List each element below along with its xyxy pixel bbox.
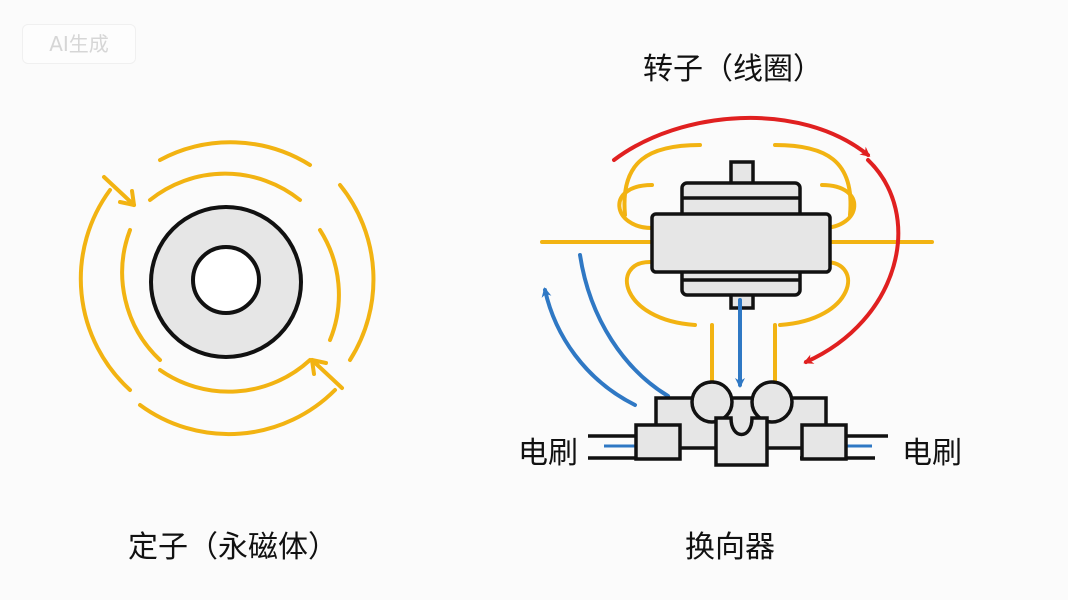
commutator-assembly bbox=[588, 380, 888, 467]
ai-generated-watermark: AI生成 bbox=[22, 24, 136, 64]
stator-assembly bbox=[78, 140, 376, 437]
stator-label: 定子（永磁体） bbox=[128, 530, 338, 565]
contact-right bbox=[750, 380, 794, 424]
commutator-ring bbox=[714, 416, 769, 467]
rotor-coil bbox=[650, 160, 832, 310]
contact-left bbox=[690, 380, 734, 424]
stator-bore bbox=[191, 245, 261, 315]
brush-right-label: 电刷 bbox=[902, 436, 962, 471]
current-arrows bbox=[541, 253, 745, 407]
brush-right bbox=[800, 423, 848, 461]
stator-field-lines bbox=[78, 140, 376, 437]
commutator-label: 换向器 bbox=[685, 530, 775, 565]
rotor-label: 转子（线圈） bbox=[643, 52, 823, 87]
brush-left-label: 电刷 bbox=[518, 436, 578, 471]
rotation-arrow bbox=[612, 115, 901, 364]
brush-left bbox=[634, 423, 682, 461]
